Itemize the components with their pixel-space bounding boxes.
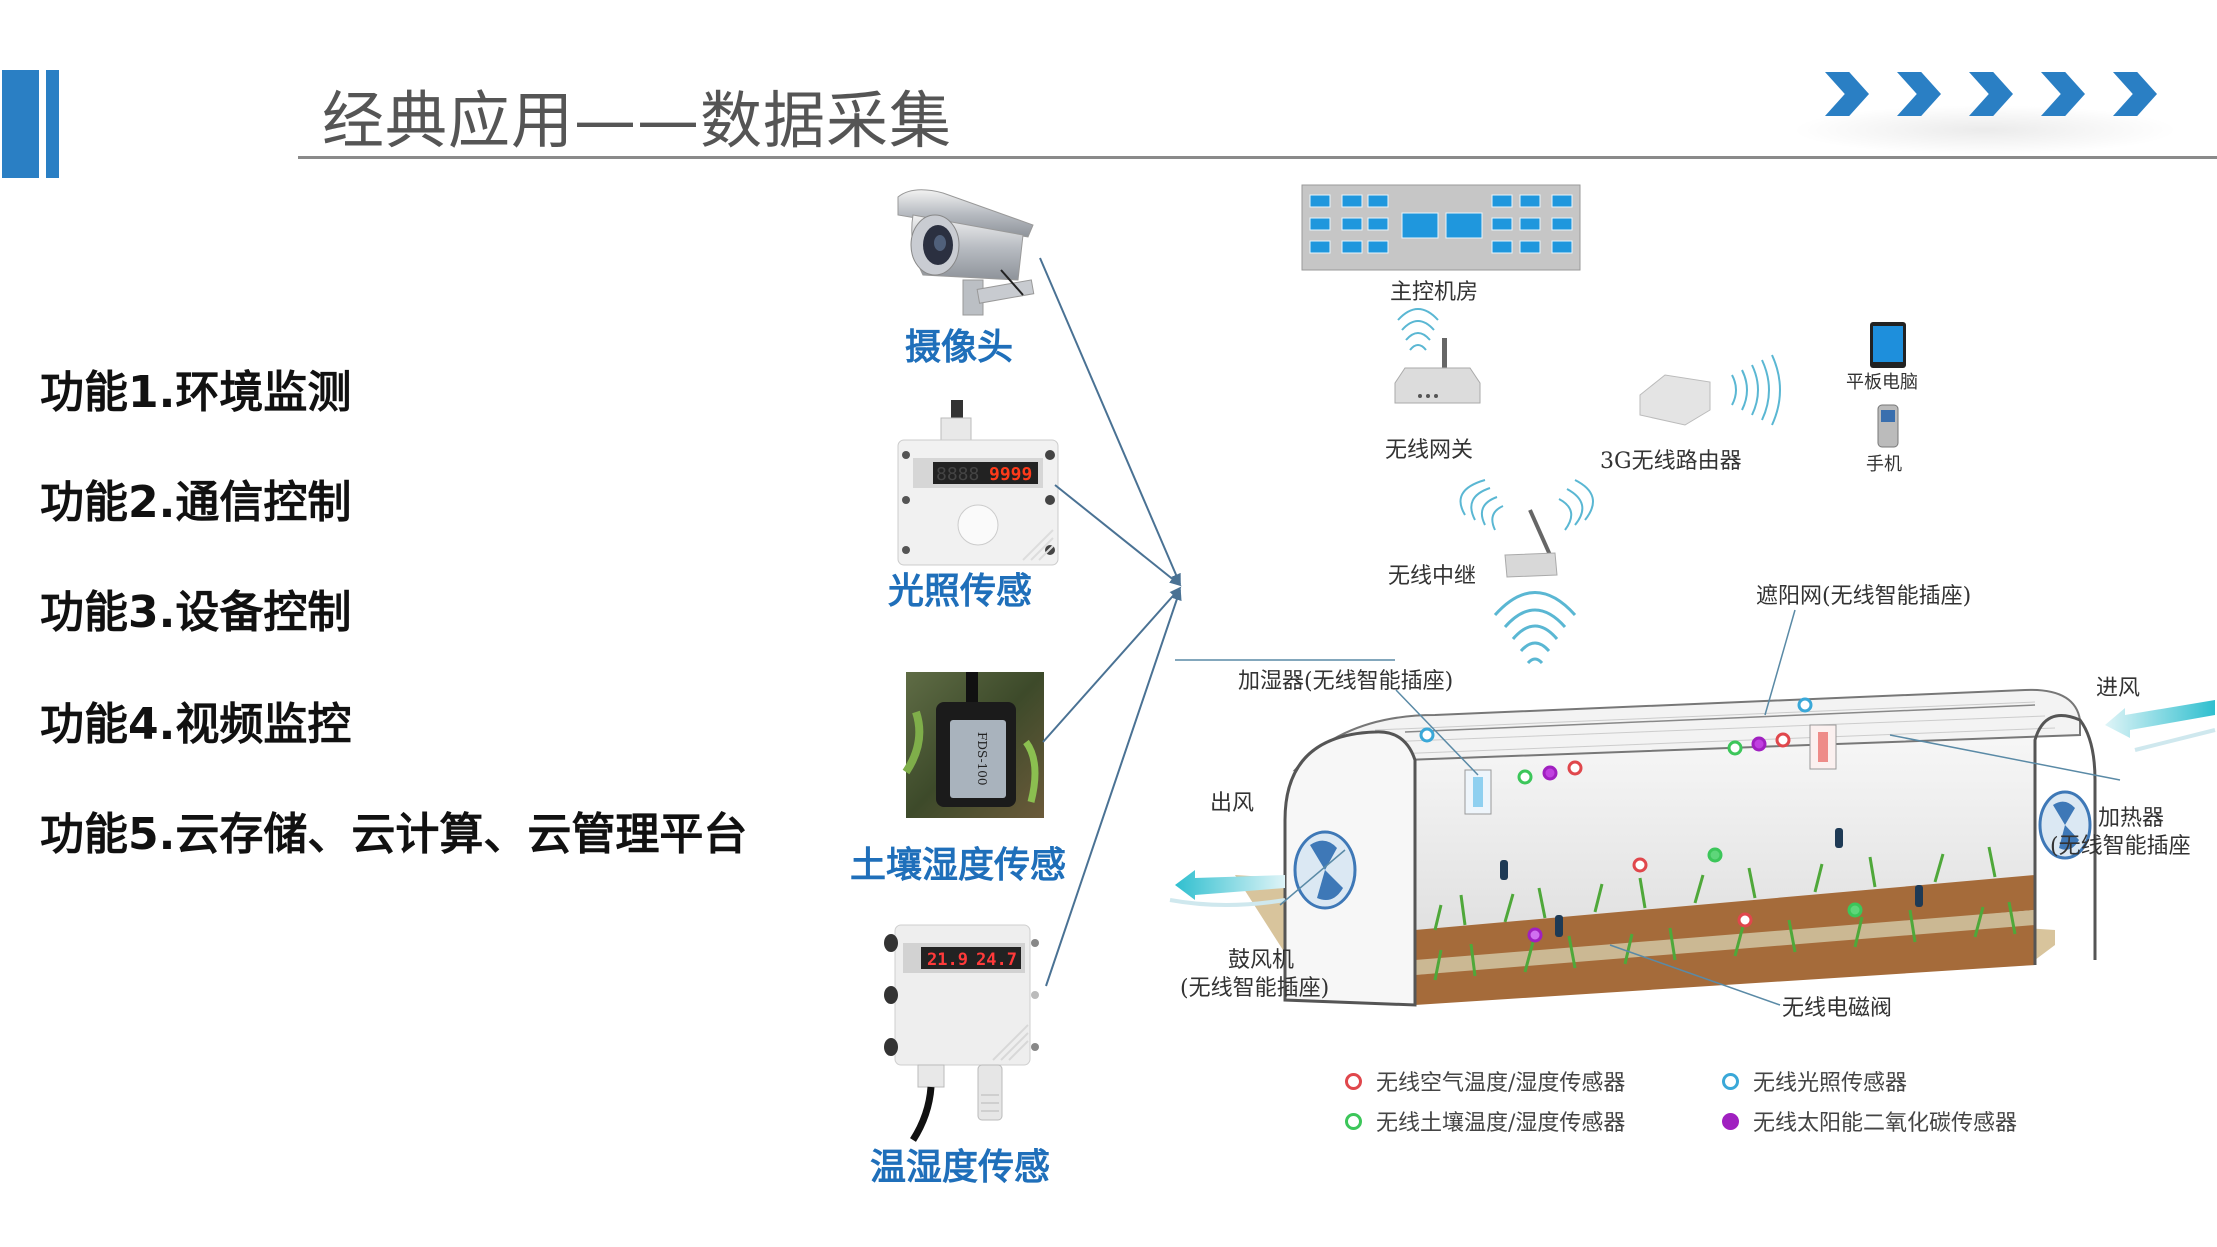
feature-item: 功能4.视频监控: [40, 699, 352, 750]
label-blower-line1: 鼓风机: [1228, 948, 1295, 973]
tablet-icon: [1870, 322, 1906, 368]
blower-fan-icon: [1293, 830, 1357, 910]
router-3g-icon: [1639, 354, 1781, 426]
legend-label: 无线空气温度/湿度传感器: [1376, 1071, 1626, 1096]
feature-item: 功能1.环境监测: [40, 367, 352, 418]
chevron-right-icon: [1825, 72, 1869, 116]
light-sensor-display-right: 9999: [989, 464, 1032, 485]
label-air-out: 出风: [1210, 791, 1255, 816]
arrow-soil-sensor: [1042, 586, 1182, 743]
title-divider: [298, 156, 2217, 159]
feature-item: 功能3.设备控制: [40, 587, 352, 638]
legend-label: 无线土壤温度/湿度传感器: [1376, 1111, 1626, 1136]
label-valve: 无线电磁阀: [1782, 996, 1893, 1021]
greenhouse-illustration: [1169, 659, 2216, 1007]
label-router-3g: 3G无线路由器: [1600, 449, 1742, 474]
intake-fan-icon: [2038, 790, 2092, 860]
legend-dot-icon: [1722, 1112, 1739, 1130]
temp-sensor-display-left: 21.9: [927, 950, 968, 970]
label-phone: 手机: [1866, 454, 1902, 475]
soil-sensor-tag: FDS-100: [975, 732, 989, 786]
feature-item: 功能5.云存储、云计算、云管理平台: [40, 809, 748, 860]
legend-item: 无线太阳能二氧化碳传感器: [1722, 1105, 2017, 1137]
wireless-gateway-icon: [1394, 308, 1481, 404]
label-heater-line2: (无线智能插座: [2050, 834, 2191, 859]
arrow-temp-sensor: [1045, 588, 1182, 987]
label-repeater: 无线中继: [1388, 564, 1477, 589]
soil-moisture-sensor-icon: FDS-100: [902, 672, 1044, 818]
legend-dot-icon: [1345, 1072, 1362, 1090]
label-blower-line2: (无线智能插座): [1180, 976, 1330, 1001]
temp-sensor-display-right: 24.7: [976, 950, 1017, 970]
accent-bar-narrow: [46, 70, 59, 178]
arrow-light-sensor: [1054, 484, 1182, 587]
legend-label: 无线光照传感器: [1753, 1071, 1908, 1096]
device-label-light-sensor: 光照传感: [888, 571, 1033, 612]
legend-item: 无线光照传感器: [1722, 1065, 1907, 1097]
label-shade-net: 遮阳网(无线智能插座): [1756, 584, 1972, 609]
legend-dot-icon: [1345, 1112, 1362, 1130]
chevron-right-icon: [1897, 72, 1941, 116]
control-room-icon: [1301, 184, 1581, 271]
accent-bar-wide: [2, 70, 39, 178]
light-sensor-icon: 8888 9999: [897, 400, 1059, 566]
label-air-in: 进风: [2096, 676, 2141, 701]
chevron-right-icon: [2041, 72, 2085, 116]
light-sensor-display-left: 8888: [936, 464, 979, 485]
legend-dot-icon: [1722, 1072, 1739, 1090]
legend-item: 无线空气温度/湿度传感器: [1345, 1065, 1625, 1097]
device-label-temp-humidity-sensor: 温湿度传感: [870, 1147, 1051, 1188]
device-label-soil-sensor: 土壤湿度传感: [850, 845, 1067, 886]
label-control-room: 主控机房: [1390, 280, 1479, 305]
wireless-repeater-icon: [1459, 479, 1594, 665]
label-heater-line1: 加热器: [2098, 806, 2165, 831]
slide-title: 经典应用——数据采集: [322, 84, 953, 157]
temp-humidity-sensor-icon: 21.9 24.7: [884, 924, 1039, 1142]
feature-item: 功能2.通信控制: [40, 477, 352, 528]
legend-label: 无线太阳能二氧化碳传感器: [1753, 1111, 2018, 1136]
arrow-camera: [1039, 257, 1181, 586]
chevron-right-icon: [1969, 72, 2013, 116]
chevron-row: [1825, 72, 2157, 116]
legend-item: 无线土壤温度/湿度传感器: [1345, 1105, 1625, 1137]
label-tablet: 平板电脑: [1846, 372, 1918, 393]
label-humidifier: 加湿器(无线智能插座): [1238, 669, 1454, 694]
device-label-camera: 摄像头: [905, 327, 1014, 368]
security-camera-icon: [897, 189, 1035, 316]
phone-icon: [1877, 404, 1899, 448]
label-gateway: 无线网关: [1385, 438, 1474, 463]
chevron-right-icon: [2113, 72, 2157, 116]
